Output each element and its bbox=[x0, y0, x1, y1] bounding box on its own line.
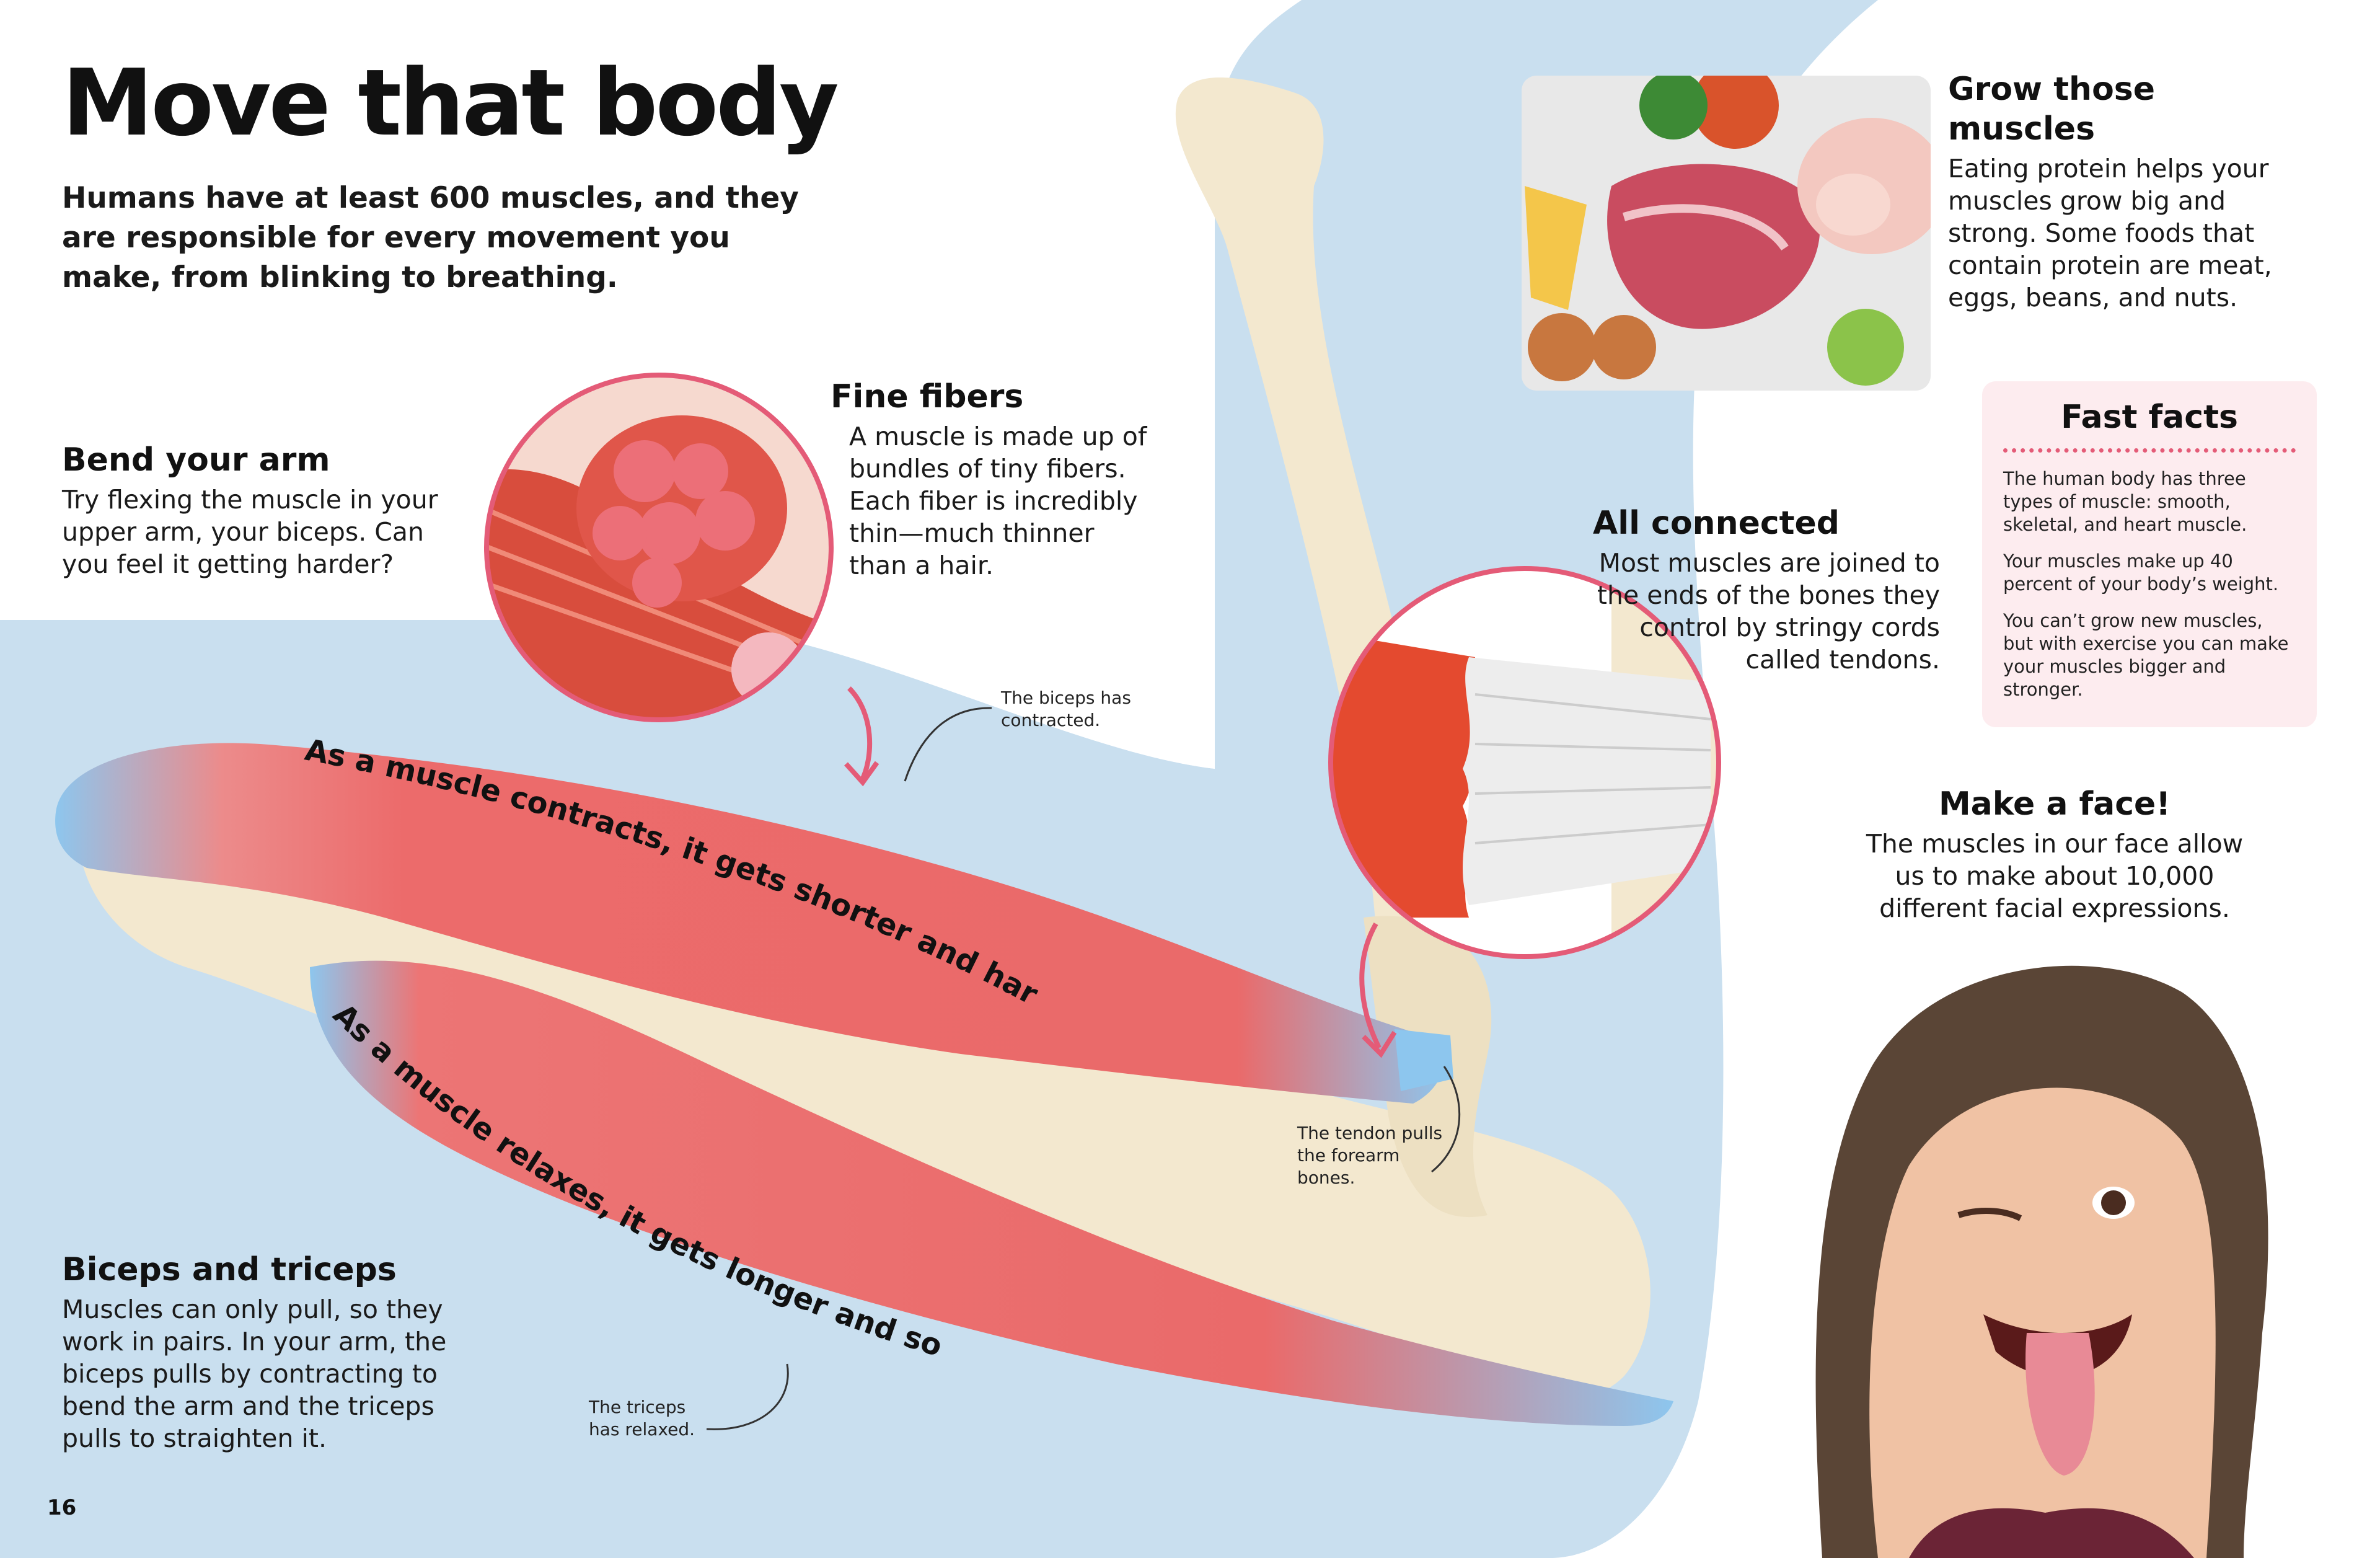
tendon bbox=[1395, 1029, 1453, 1091]
make-a-face-text: The muscles in our face allow us to make… bbox=[1866, 829, 2244, 923]
fast-fact-item: Your muscles make up 40 percent of your … bbox=[2003, 551, 2279, 595]
fast-facts-heading: Fast facts bbox=[2061, 399, 2238, 436]
fibers-circle bbox=[484, 373, 879, 787]
make-a-face-heading: Make a face! bbox=[1938, 786, 2171, 823]
fine-fibers-text: A muscle is made up of bundles of tiny f… bbox=[849, 422, 1147, 580]
fast-fact-item: You can’t grow new muscles, but with exe… bbox=[2003, 610, 2289, 700]
fine-fibers-heading: Fine fibers bbox=[831, 378, 1024, 415]
tendon-circle bbox=[1328, 566, 1721, 1058]
bend-arm-heading: Bend your arm bbox=[62, 441, 330, 479]
bend-arm-text: Try flexing the muscle in your upper arm… bbox=[62, 485, 438, 579]
biceps-muscle bbox=[55, 743, 1446, 1104]
fast-fact-item: The human body has three types of muscle… bbox=[2003, 468, 2247, 535]
grow-muscles-section: Grow those muscles Eating protein helps … bbox=[1948, 69, 2295, 314]
fast-facts-box: Fast facts The human body has three type… bbox=[1982, 381, 2317, 727]
biceps-contracted-label: The biceps has contracted. bbox=[1001, 688, 1131, 730]
all-connected-heading: All connected bbox=[1593, 505, 1840, 542]
make-a-face-section: Make a face! The muscles in our face all… bbox=[1853, 784, 2256, 924]
biceps-triceps-section: Biceps and triceps Muscles can only pull… bbox=[62, 1250, 471, 1454]
intro-text: Humans have at least 600 muscles, and th… bbox=[62, 181, 799, 294]
dotted-divider bbox=[2003, 448, 2296, 453]
biceps-triceps-text: Muscles can only pull, so they work in p… bbox=[62, 1295, 447, 1453]
grow-muscles-text: Eating protein helps your muscles grow b… bbox=[1948, 154, 2272, 312]
all-connected-text: Most muscles are joined to the ends of t… bbox=[1597, 548, 1940, 675]
girl-photo bbox=[1815, 965, 2268, 1558]
tendon-pulls-label: The tendon pulls the forearm bones. bbox=[1297, 1123, 1443, 1188]
bend-arm-section: Bend your arm Try flexing the muscle in … bbox=[62, 440, 459, 580]
page-title: Move that body bbox=[62, 50, 839, 156]
food-photo bbox=[1522, 76, 1931, 391]
biceps-triceps-heading: Biceps and triceps bbox=[62, 1251, 397, 1288]
triceps-relaxed-label: The triceps has relaxed. bbox=[589, 1397, 695, 1440]
grow-muscles-heading: Grow those muscles bbox=[1948, 71, 2156, 148]
fine-fibers-section: Fine fibers A muscle is made up of bundl… bbox=[831, 377, 1153, 582]
triceps-muscle bbox=[310, 960, 1673, 1426]
all-connected-section: All connected Most muscles are joined to… bbox=[1593, 503, 1940, 676]
page-number: 16 bbox=[47, 1495, 77, 1520]
